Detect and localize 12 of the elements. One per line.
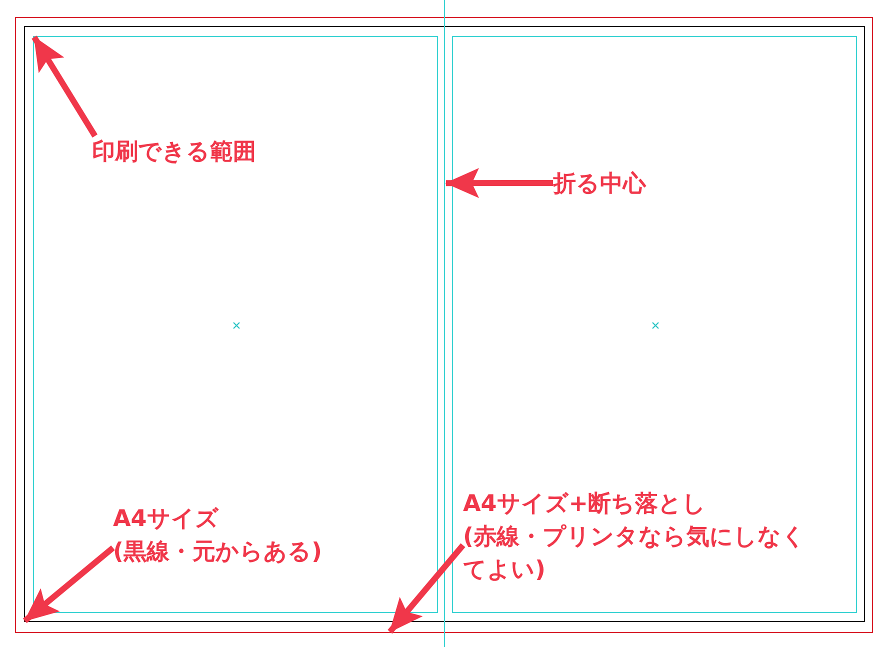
callout-text: 印刷できる範囲 [92,136,292,170]
callout-text: A4サイズ [113,505,220,534]
printable-area [33,36,438,613]
callout-text: A4サイズ+断ち落とし [463,490,708,519]
callout-text: 折る中心 [553,168,673,202]
arrow [445,168,553,198]
callout-text: (赤線・プリンタなら気にしなくてよい) [463,523,807,585]
arrow [22,546,115,624]
callout-text: (黒線・元からある) [113,538,324,567]
printable-area [452,36,857,613]
arrow [388,543,466,634]
arrow [32,36,98,138]
